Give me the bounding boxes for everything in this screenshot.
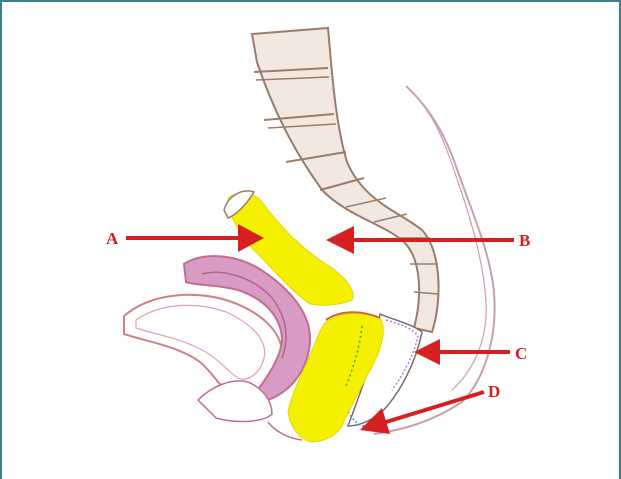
- arrow-a: [126, 224, 264, 252]
- label-b: B: [519, 231, 530, 250]
- bladder: [124, 295, 282, 398]
- label-c: C: [515, 344, 527, 363]
- label-a: A: [106, 229, 119, 248]
- label-d: D: [488, 382, 500, 401]
- arrow-c: [414, 339, 510, 365]
